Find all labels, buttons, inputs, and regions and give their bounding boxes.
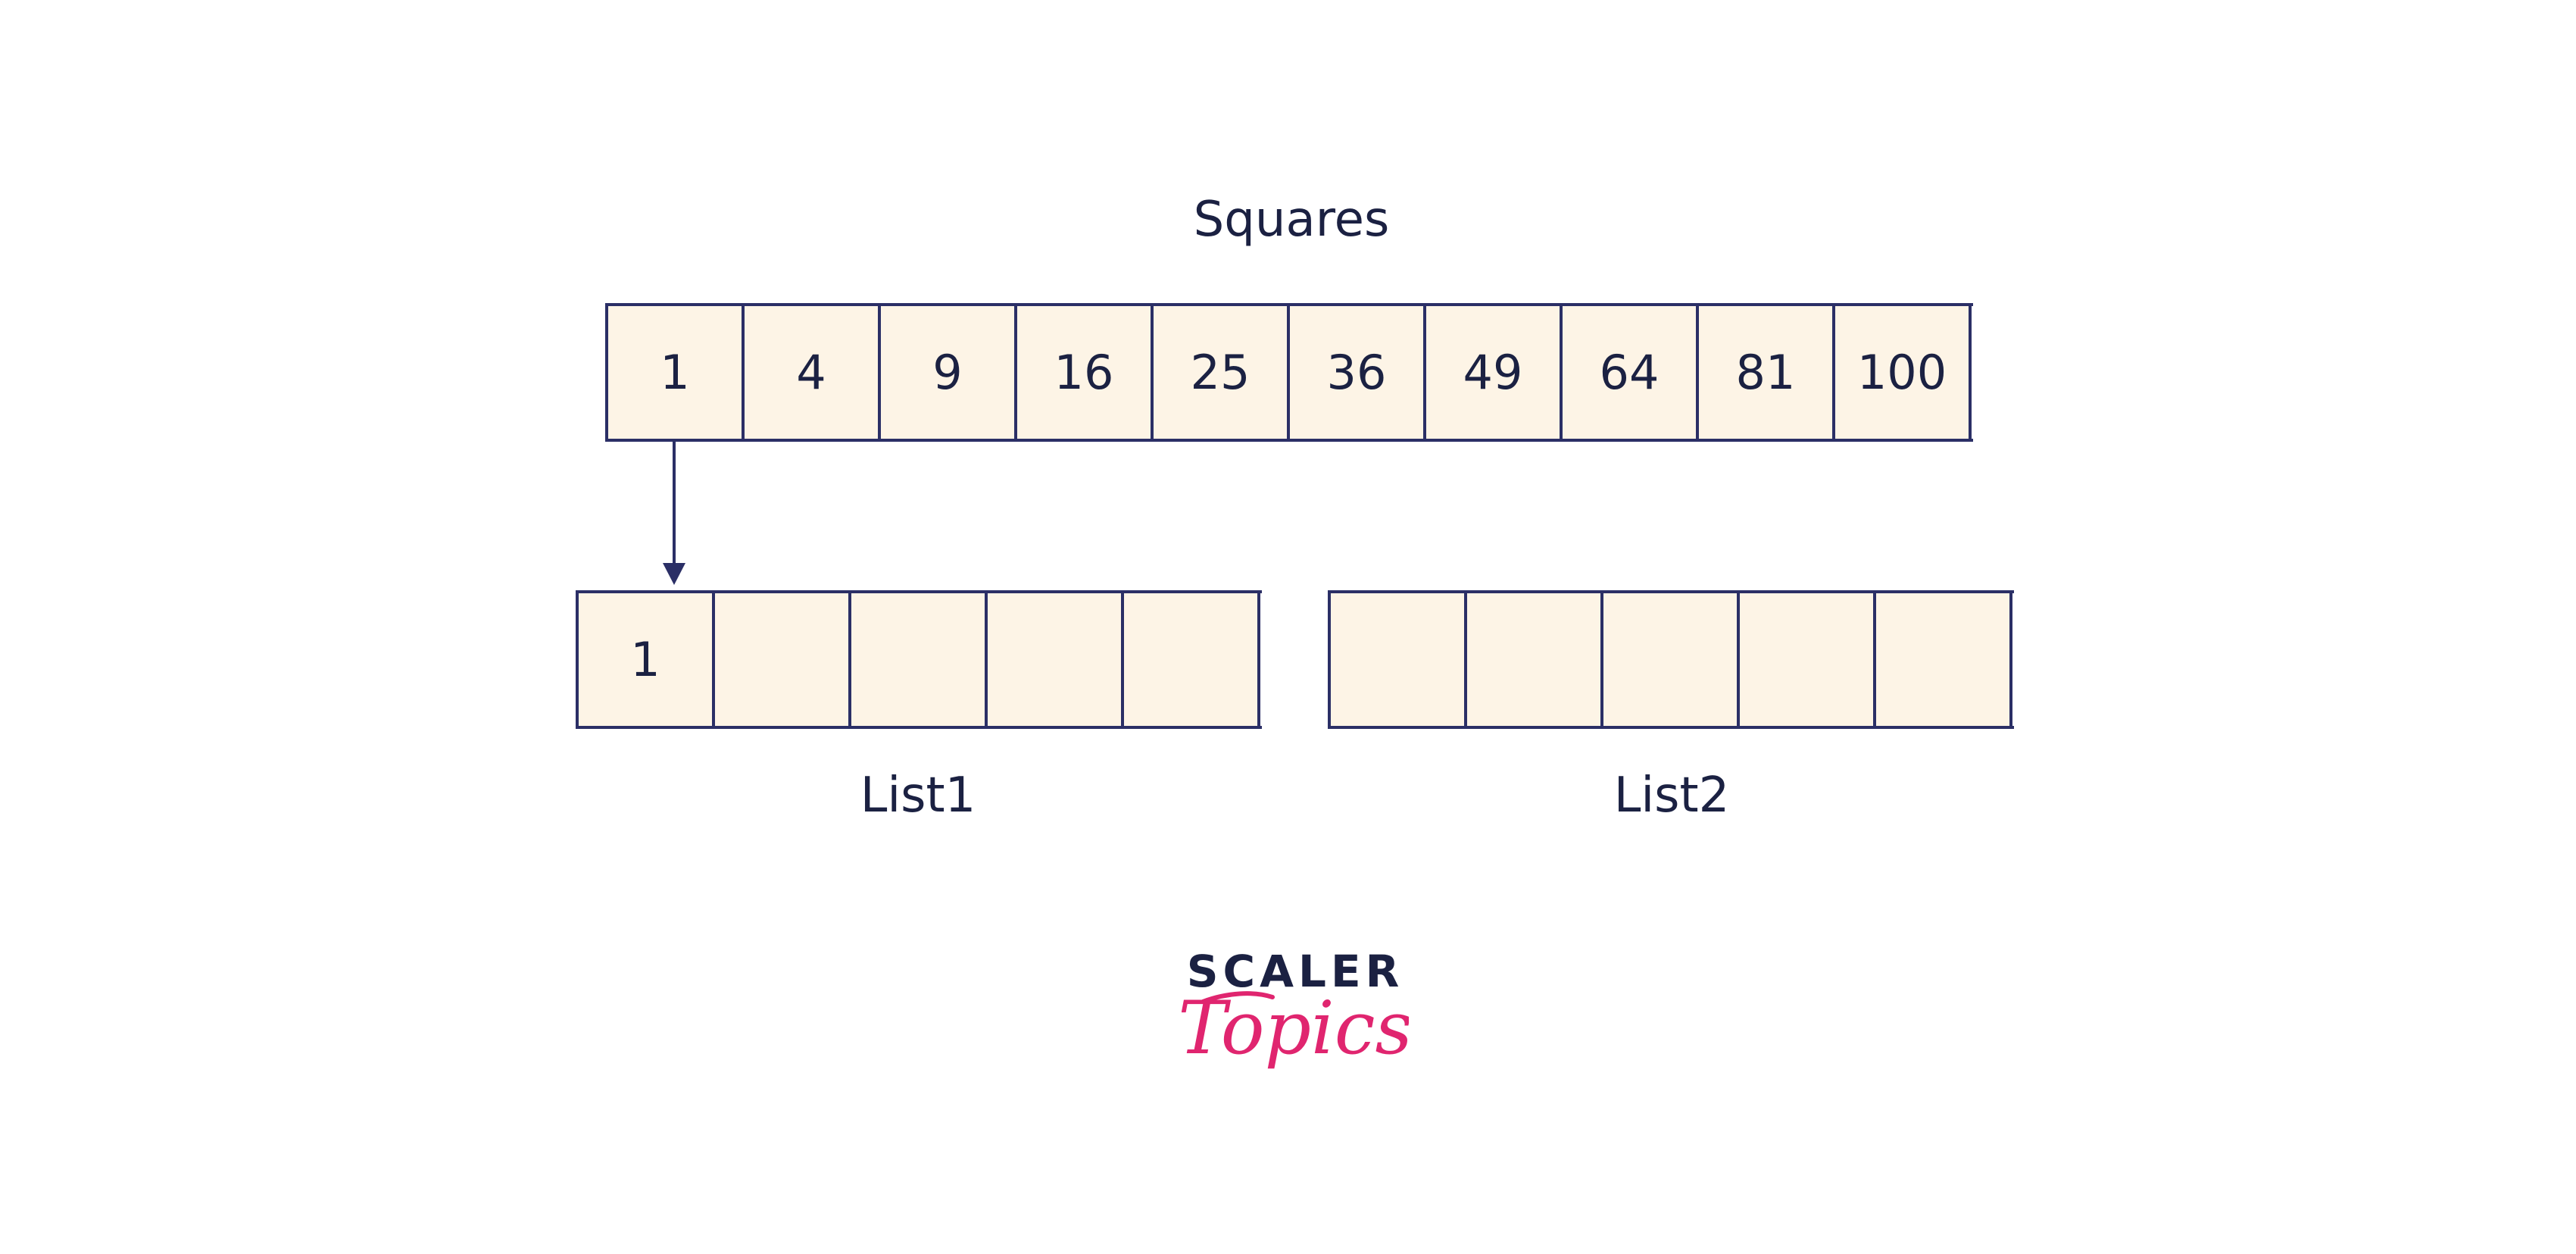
list1-label: List1: [860, 768, 976, 824]
scaler-topics-logo: SCALER Topics: [1182, 946, 1409, 1071]
squares-cell: 36: [1290, 306, 1426, 439]
list2-cell: [1467, 593, 1603, 726]
squares-cell: 16: [1017, 306, 1154, 439]
squares-cell: 1: [608, 306, 745, 439]
squares-cell: 9: [881, 306, 1017, 439]
list1-cell: [851, 593, 988, 726]
squares-title: Squares: [1193, 192, 1390, 248]
list2-cell: [1331, 593, 1467, 726]
squares-cell: 49: [1426, 306, 1563, 439]
list2-cell: [1603, 593, 1740, 726]
list2-array: [1328, 590, 2014, 729]
list1-cell: [1124, 593, 1260, 726]
squares-cell: 25: [1154, 306, 1290, 439]
squares-cell: 81: [1699, 306, 1835, 439]
arrow-head: [663, 563, 685, 585]
squares-cell: 100: [1835, 306, 1972, 439]
logo-topics-text: Topics: [1182, 986, 1409, 1071]
squares-cell: 64: [1563, 306, 1699, 439]
logo-swash: [1201, 991, 1275, 1004]
list1-cell: 1: [579, 593, 715, 726]
list2-cell: [1740, 593, 1876, 726]
list1-cell: [715, 593, 851, 726]
list1-cell: [988, 593, 1124, 726]
list1-array: 1: [576, 590, 1262, 729]
list2-label: List2: [1613, 768, 1730, 824]
squares-array: 1 4 9 16 25 36 49 64 81 100: [605, 303, 1973, 442]
logo-scaler-text: SCALER: [1187, 946, 1404, 997]
squares-cell: 4: [745, 306, 881, 439]
list2-cell: [1876, 593, 2012, 726]
